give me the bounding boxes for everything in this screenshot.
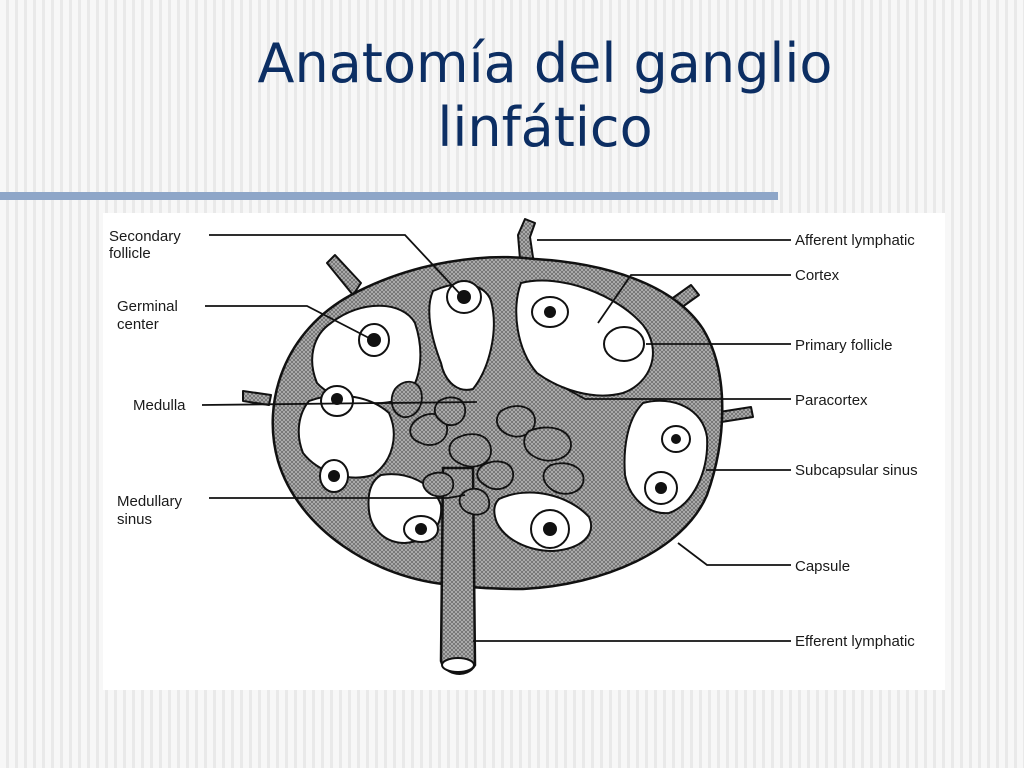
lymph-node-diagram: Secondary follicle Germinal center Medul…: [109, 218, 918, 675]
medullary-cord: [458, 487, 491, 516]
secondary-follicle-label: Secondary follicle: [109, 228, 185, 262]
afferent-vessel-left: [242, 390, 272, 406]
medullary-sinus-label: Medullary sinus: [117, 493, 186, 528]
germinal-center: [331, 393, 343, 405]
cortical-compartments: [297, 279, 709, 553]
medullary-cord: [476, 460, 514, 491]
medullary-cord: [523, 426, 572, 462]
cortex-label: Cortex: [795, 267, 840, 284]
title-line-2: linfático: [437, 96, 653, 159]
leader-lines: [201, 234, 791, 642]
germinal-center: [655, 482, 667, 494]
germinal-center-label: Germinal center: [117, 298, 182, 333]
lobule-top: [428, 283, 495, 391]
primary-follicle-label: Primary follicle: [795, 337, 893, 354]
medullary-cords: [390, 380, 585, 516]
lobule-left: [297, 394, 395, 479]
medullary-cord: [496, 405, 536, 438]
germinal-center: [671, 434, 681, 444]
germinal-center: [544, 306, 556, 318]
primary-follicle: [603, 326, 645, 362]
title-divider: [0, 192, 778, 200]
germinal-center: [415, 523, 427, 535]
germinal-center: [543, 522, 557, 536]
medullary-cord: [542, 462, 585, 495]
afferent-lymphatic-label: Afferent lymphatic: [795, 232, 915, 249]
slide-title: Anatomía del ganglio linfático: [180, 32, 910, 160]
medullary-cord: [448, 433, 492, 468]
medullary-cord: [390, 380, 423, 418]
capsule-label: Capsule: [795, 558, 850, 575]
efferent-lymphatic-label: Efferent lymphatic: [795, 633, 915, 650]
germinal-center: [328, 470, 340, 482]
efferent-vessel: [439, 466, 477, 675]
medullary-cord: [433, 396, 466, 427]
title-line-1: Anatomía del ganglio: [257, 32, 833, 95]
medullary-cord: [422, 471, 455, 498]
germinal-center: [367, 333, 381, 347]
afferent-vessel-upper-left: [326, 254, 362, 296]
subcapsular-sinus-label: Subcapsular sinus: [795, 462, 918, 479]
lymph-node-figure: Secondary follicle Germinal center Medul…: [103, 213, 945, 690]
paracortex-label: Paracortex: [795, 392, 868, 409]
medulla-label: Medulla: [133, 397, 186, 414]
